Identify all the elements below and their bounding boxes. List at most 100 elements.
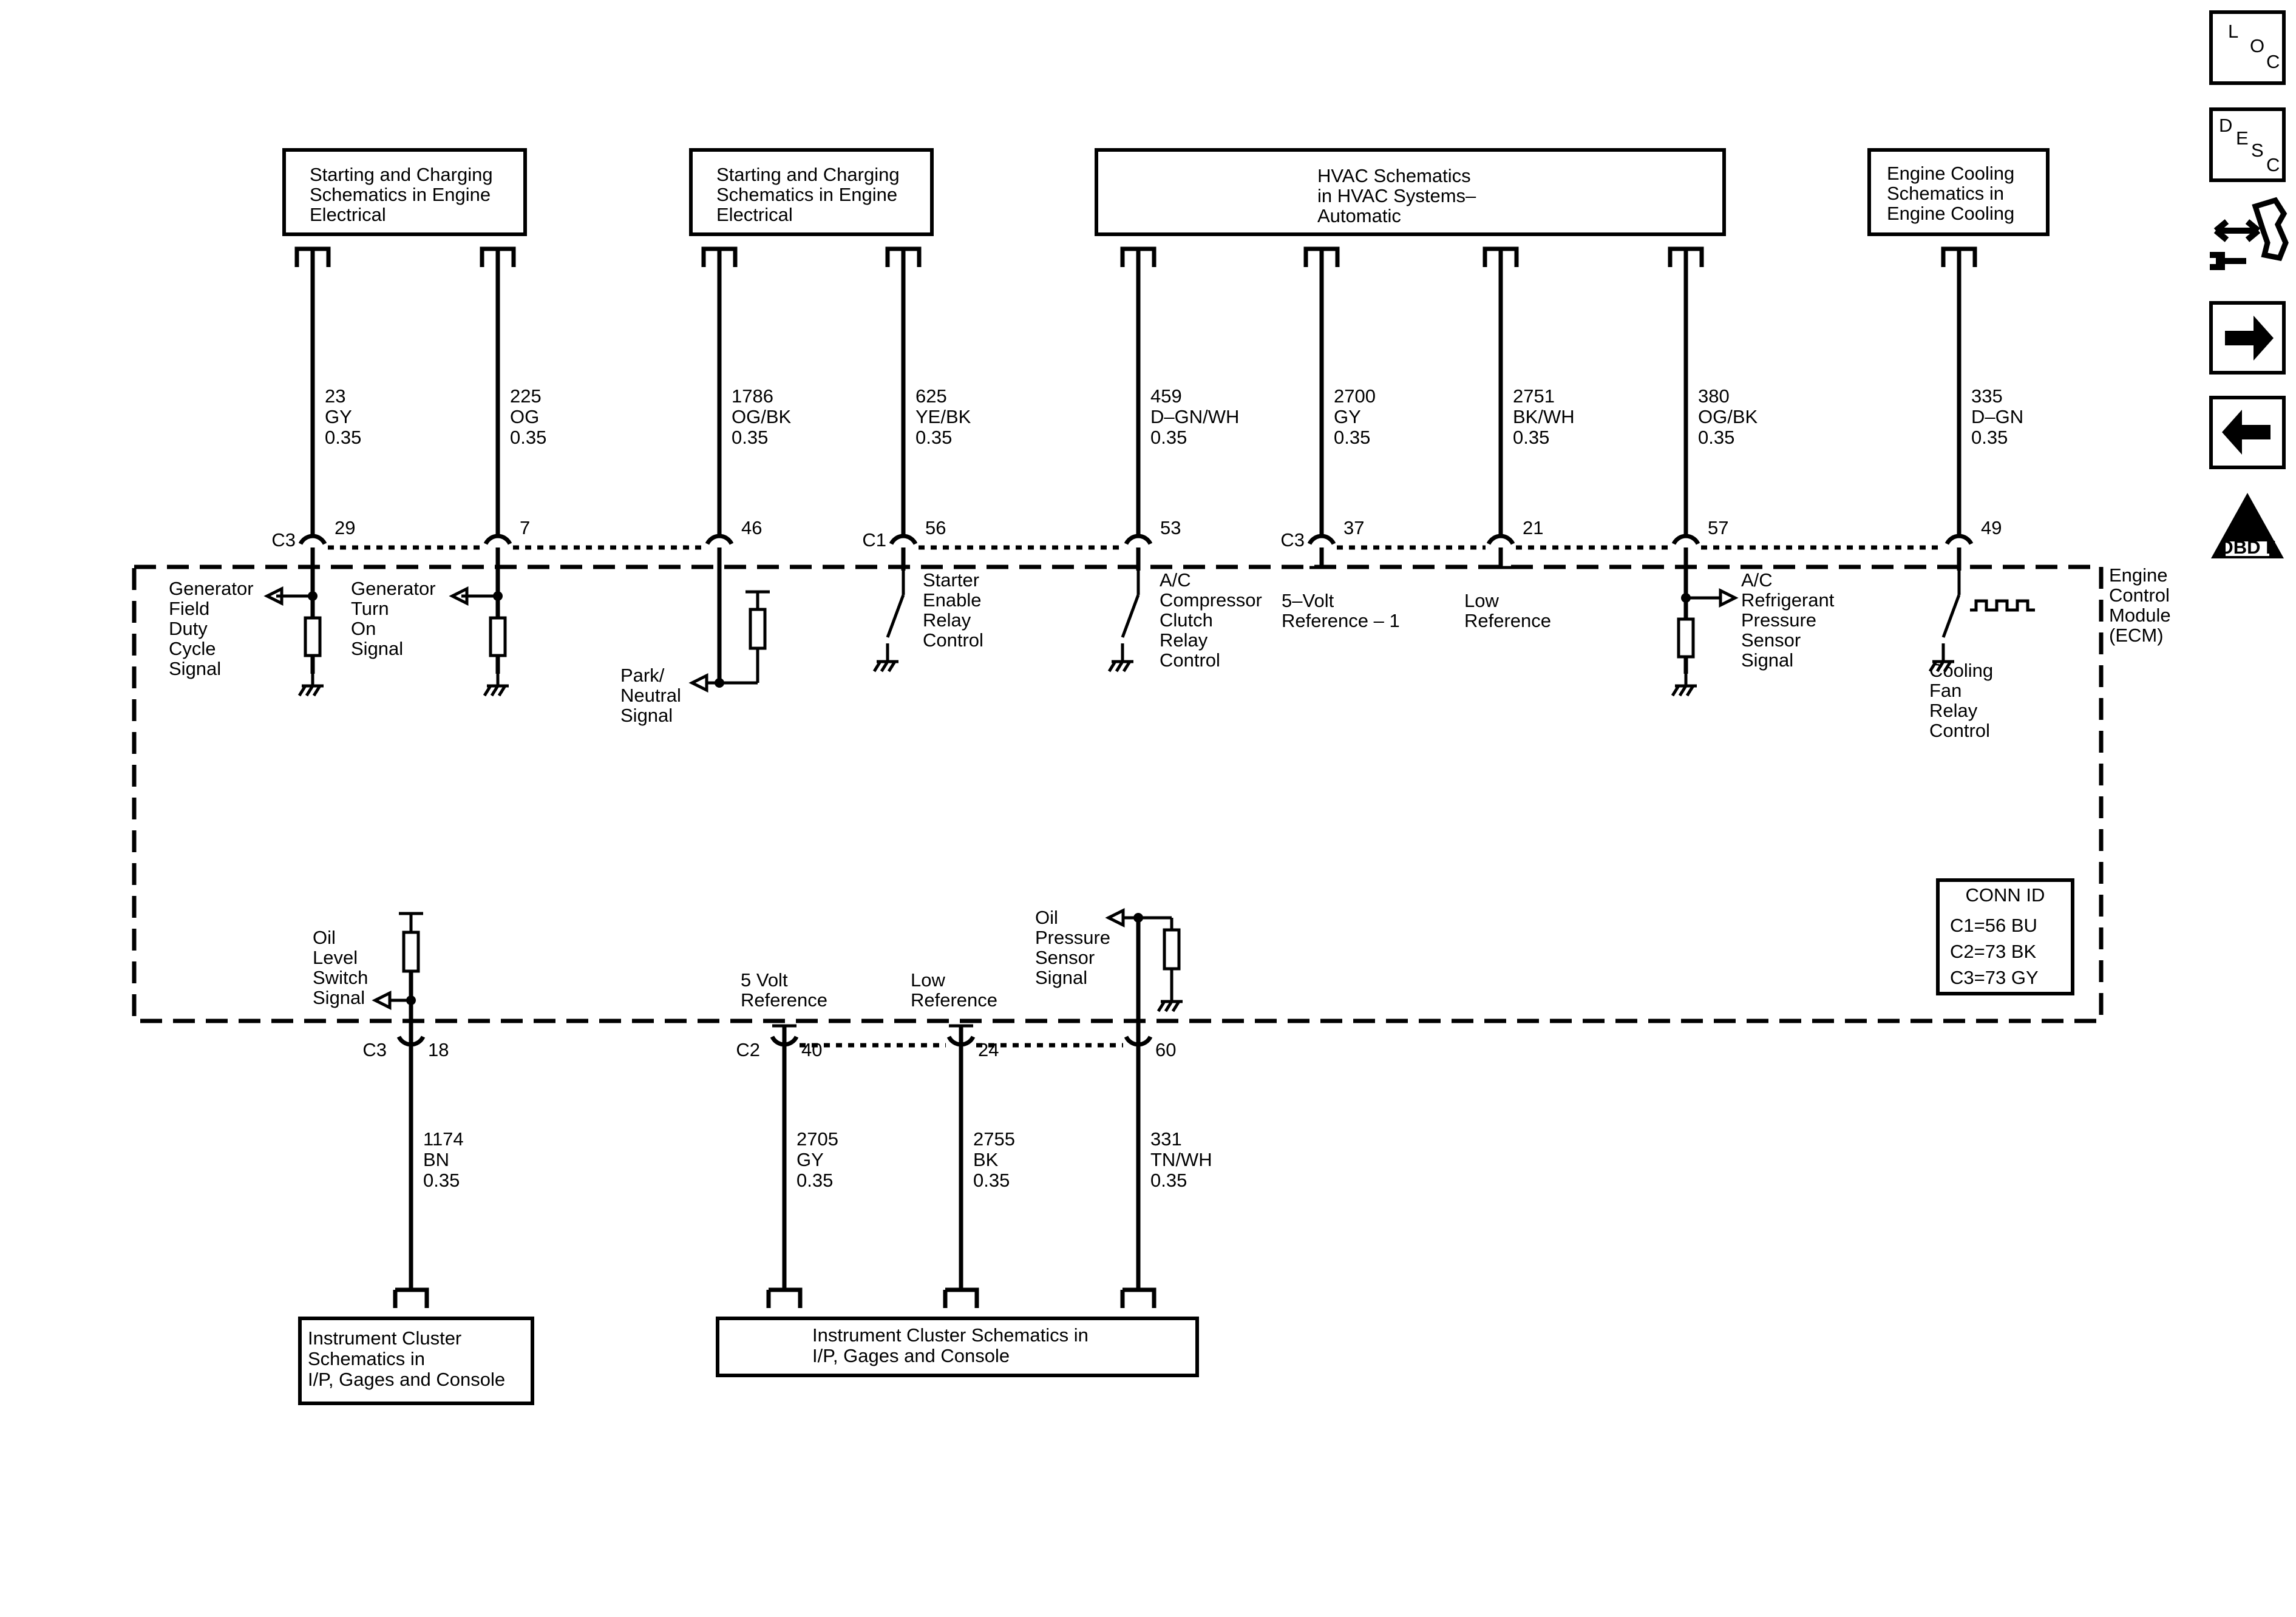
function-label: Oil (1035, 907, 1058, 928)
function-label: Signal (1035, 967, 1087, 988)
switch-blade-icon (1941, 594, 1961, 638)
function-label: Oil (313, 927, 336, 948)
ground-hatch (497, 685, 507, 697)
reference-box-text: Automatic (1317, 205, 1401, 226)
ground-hatch (880, 660, 889, 673)
connector-outline-icon (2252, 197, 2289, 262)
conn-id-row: C3=73 GY (1950, 967, 2039, 988)
function-label: On (351, 618, 376, 639)
desc-icon[interactable] (2209, 107, 2286, 182)
function-label: A/C (1741, 569, 1773, 591)
connector-id: C3 (362, 1039, 387, 1060)
circuit-number: 335 (1971, 385, 2003, 407)
ground-hatch (305, 685, 314, 697)
harness-connector-icon (1120, 1287, 1156, 1308)
pin-number: 49 (1981, 517, 2002, 538)
schematic-reference-box[interactable] (298, 1317, 534, 1405)
schematic-reference-box[interactable] (1095, 148, 1726, 236)
diagnostic-icon[interactable] (2210, 197, 2289, 270)
wire-gauge: 0.35 (915, 427, 952, 448)
function-label: Cycle (169, 638, 216, 659)
function-label: Relay (1160, 629, 1208, 651)
wire-color: D–GN (1971, 406, 2023, 427)
reference-box-text: Schematics in Engine (310, 184, 491, 205)
wire-color: GY (796, 1149, 824, 1170)
obd-numeral: II (2242, 517, 2252, 538)
ground-hatch (1107, 660, 1117, 673)
reference-box-text: Engine Cooling (1887, 203, 2014, 224)
function-label: Generator (351, 578, 436, 599)
schematic-reference-box[interactable] (689, 148, 934, 236)
function-label: Relay (923, 609, 971, 631)
ground-hatch (1928, 660, 1938, 673)
resistor-icon (1677, 617, 1695, 659)
resistor-icon (749, 608, 767, 650)
switch-blade-icon (1121, 594, 1140, 638)
function-label: Signal (351, 638, 403, 659)
function-label: Neutral (620, 685, 681, 706)
schematic-reference-box[interactable] (716, 1317, 1199, 1377)
ground-hatch (1943, 660, 1952, 673)
circuit-number: 1174 (423, 1128, 464, 1150)
pin-number: 46 (741, 517, 762, 538)
circuit-number: 625 (915, 385, 947, 407)
function-label: Signal (620, 705, 673, 726)
desc-icon-letter: D (2219, 115, 2232, 136)
ground-hatch (490, 685, 500, 697)
switch-blade-icon (886, 594, 905, 638)
function-label: Sensor (1035, 947, 1095, 968)
arrow-left-icon (263, 586, 284, 606)
circuit-number: 1786 (732, 385, 773, 407)
desc-icon-letter: E (2236, 127, 2249, 149)
wire-gauge: 0.35 (1150, 1170, 1187, 1191)
pin-number: 18 (428, 1039, 449, 1060)
function-label: Enable (923, 589, 982, 611)
connector-pin-icon (298, 534, 327, 545)
conn-id-title: CONN ID (1966, 884, 2045, 906)
connector-pin-icon (1944, 534, 1974, 545)
circuit-number: 2705 (796, 1128, 838, 1150)
function-label: Starter (923, 569, 979, 591)
wire-color: BN (423, 1149, 449, 1170)
module-label: (ECM) (2109, 625, 2164, 646)
ground-hatch (1164, 1000, 1173, 1012)
connector-pin-icon (1486, 534, 1515, 545)
arrow-left-icon (372, 990, 392, 1011)
wire-color: GY (1334, 406, 1361, 427)
wire-gauge: 0.35 (325, 427, 361, 448)
function-label: Fan (1929, 680, 1961, 701)
connector-pin-icon (1671, 534, 1700, 545)
module-label: Module (2109, 605, 2171, 626)
harness-connector-icon (393, 1287, 429, 1308)
wire-color: D–GN/WH (1150, 406, 1239, 427)
ground-hatch (312, 685, 322, 697)
ground-hatch (1685, 685, 1695, 697)
function-label: Low (911, 969, 945, 991)
schematic-reference-box[interactable] (1867, 148, 2050, 236)
module-label: Control (2109, 585, 2170, 606)
function-label: Refrigerant (1741, 589, 1835, 611)
ground-hatch (1156, 1000, 1166, 1012)
arrow-left-icon (449, 586, 469, 606)
obd-label: OBD II (2219, 537, 2277, 558)
connector-pin-icon (483, 534, 512, 545)
wire-gauge: 0.35 (973, 1170, 1010, 1191)
function-label: Control (1929, 720, 1990, 741)
wire-gauge: 0.35 (1150, 427, 1187, 448)
schematic-reference-box[interactable] (282, 148, 527, 236)
loc-icon[interactable] (2209, 10, 2286, 85)
conn-id-table (1936, 878, 2074, 995)
circuit-number: 331 (1150, 1128, 1182, 1150)
harness-connector-icon (943, 1287, 979, 1308)
prev-arrow-glyph (2222, 410, 2271, 455)
function-label: Reference (1464, 610, 1551, 631)
pin-number: 29 (335, 517, 355, 538)
circuit-number: 2751 (1513, 385, 1555, 407)
connector-pin-icon (1124, 534, 1153, 545)
ecm-module-outline (132, 564, 2104, 1023)
pin-number: 7 (520, 517, 530, 538)
arrow-left-icon (1105, 907, 1125, 928)
wire-gauge: 0.35 (423, 1170, 460, 1191)
